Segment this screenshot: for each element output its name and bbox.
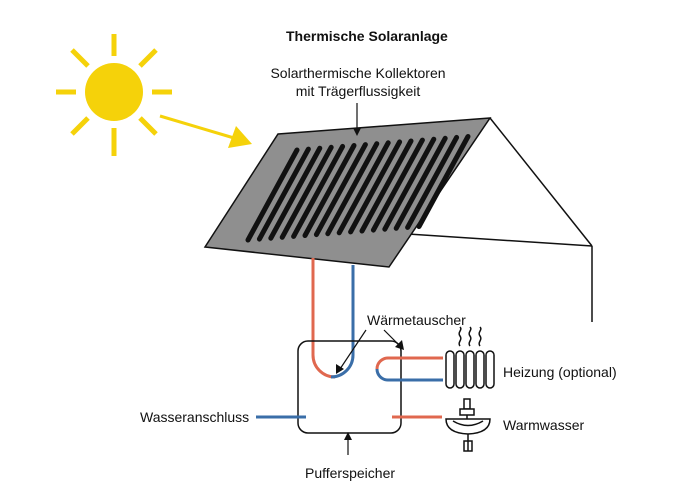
- diagram-title: Thermische Solaranlage: [286, 28, 448, 44]
- water-inlet-label: Wasseranschluss: [140, 409, 250, 425]
- hot-pipe-heating: [375, 356, 443, 370]
- collector-slot: [325, 141, 380, 237]
- cold-pipe-collector: [330, 265, 355, 379]
- collector-slot: [256, 146, 311, 242]
- collector-slot: [405, 134, 460, 230]
- collector-slot: [370, 137, 425, 233]
- collector-slots: [245, 134, 471, 243]
- collector-slot: [302, 143, 357, 238]
- heating-label: Heizung (optional): [503, 364, 617, 380]
- collector-slot: [336, 140, 391, 236]
- collector-label-line2: mit Trägerflussigkeit: [295, 83, 421, 99]
- collector-label-line1: Solarthermische Kollektoren: [270, 65, 446, 81]
- faucet-sink-icon: [445, 398, 491, 452]
- annotation-arrows: [336, 103, 404, 455]
- radiator-icon: [445, 326, 495, 389]
- collector-slot: [382, 136, 437, 232]
- house-outline: [407, 117, 593, 322]
- collector-slot: [291, 143, 346, 239]
- collector-slot: [245, 147, 300, 243]
- collector-slot: [268, 145, 323, 241]
- sunlight-arrow: [159, 114, 252, 148]
- sun-icon: [56, 34, 172, 156]
- collector-slot: [279, 144, 334, 240]
- collector-slot: [348, 139, 403, 235]
- buffer-tank: [297, 340, 402, 434]
- collector-slot: [416, 134, 471, 229]
- buffer-tank-label: Pufferspeicher: [305, 465, 396, 481]
- hot-water-label: Warmwasser: [503, 417, 585, 433]
- collector-slot: [359, 138, 414, 234]
- collector-slot: [393, 135, 448, 231]
- cold-pipe-heating: [375, 368, 443, 382]
- heat-exchanger-label: Wärmetauscher: [367, 312, 466, 328]
- collector-slot: [313, 142, 368, 238]
- hot-pipe-collector: [311, 258, 336, 379]
